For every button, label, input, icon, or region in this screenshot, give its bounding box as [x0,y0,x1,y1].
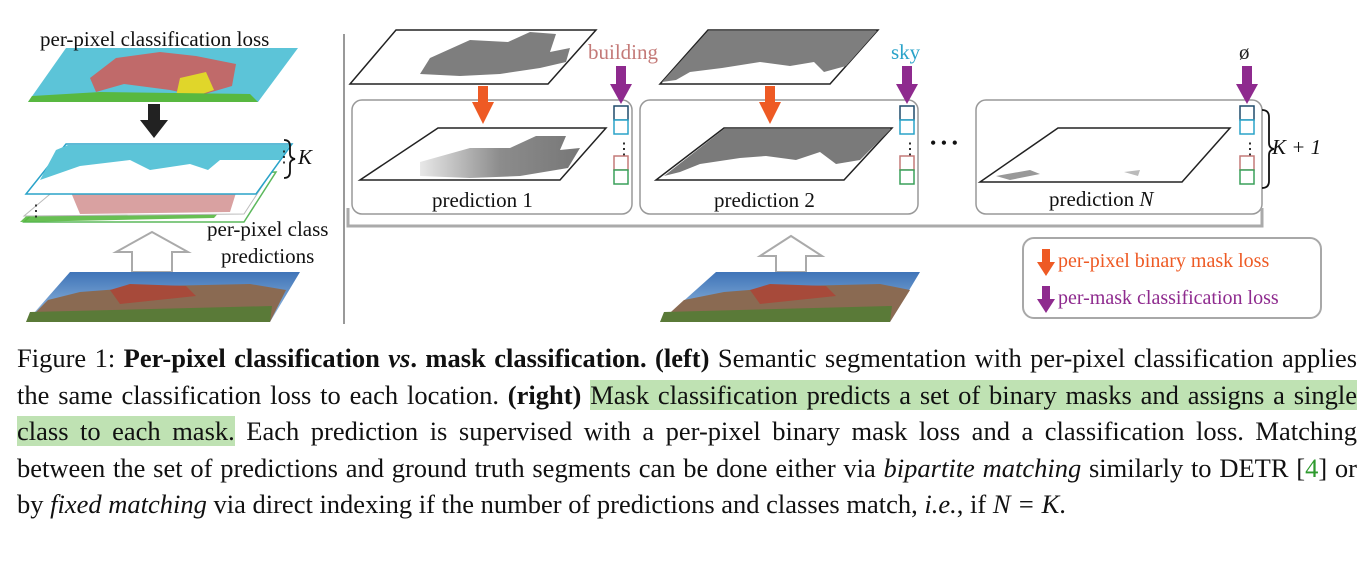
k-plus-one-label: K + 1 [1272,135,1322,159]
prediction-n-label: prediction N [1049,189,1153,210]
legend-purple-arrow-icon [1037,286,1055,313]
gt-mask-sky [658,29,880,85]
gt-loss-label: per-pixel classification loss [40,27,270,51]
caption-text-3: Each prediction is supervised with a per… [17,416,1357,483]
figure-graphics: ⋮ ⋮ [20,29,1275,324]
caption-left-tag: (left) [655,343,710,373]
svg-text:⋮: ⋮ [276,149,292,166]
svg-text:⋮: ⋮ [28,203,44,220]
input-image-left [26,272,300,322]
caption-text-7: , if [956,489,993,520]
prediction-plane-n [977,127,1232,183]
class-predictions-label-line2: predictions [221,244,315,268]
svg-text:⋮: ⋮ [902,141,918,158]
legend: per-pixel binary mask loss per-mask clas… [1022,237,1322,319]
class-prediction-stack: ⋮ ⋮ [20,143,294,223]
caption-fig-label: Figure 1: [17,343,124,373]
svg-text:⋮: ⋮ [616,141,632,158]
caption-text-6: via direct indexing if the number of pre… [206,489,925,520]
k-label: K [298,145,313,169]
input-up-arrow-right-icon [756,234,826,273]
prediction-2-label: prediction 2 [714,188,815,212]
class-vector-n: ⋮ [1239,105,1258,185]
predictions-bracket [346,208,1264,228]
caption-bipartite: bipartite matching [883,452,1082,483]
k-brace [283,139,296,179]
class-loss-arrow-1 [610,66,632,104]
caption-text-4: similarly to DETR [ [1081,452,1306,483]
class-loss-arrow-n [1236,66,1258,104]
figure-caption: Figure 1: Per-pixel classification vs. m… [17,340,1357,523]
svg-text:⋮: ⋮ [1242,141,1258,158]
caption-text-1: Semantic segmentation with per-pixel cla… [17,343,1358,410]
legend-orange-arrow-icon [1037,249,1055,276]
gt-mask-building [348,29,598,85]
input-image-right [660,272,920,322]
caption-text-5: ] or by [17,452,1358,520]
class-vector-2: ⋮ [899,105,918,185]
prediction-n-var: N [1139,187,1154,211]
prediction-plane-2 [653,127,894,181]
gt-segmentation-plane [28,48,298,102]
figure: ⋮ ⋮ [20,27,1322,324]
class-label-building: building [588,40,659,64]
mask-loss-arrow-2 [759,86,781,124]
class-label-sky: sky [891,40,921,64]
ellipsis: • • • [930,133,958,153]
input-up-arrow-icon [112,230,192,273]
prediction-plane-1 [357,127,608,181]
k-plus-one-brace [1261,109,1275,189]
class-loss-arrow-2 [896,66,918,104]
down-arrow-icon [140,104,168,138]
class-predictions-label-line1: per-pixel class [207,217,329,241]
caption-right-tag: (right) [507,379,582,410]
mask-loss-arrow-1 [472,86,494,124]
legend-mask-loss: per-pixel binary mask loss [1058,250,1270,272]
class-label-null: ø [1239,40,1250,64]
caption-title-2: . mask classification. [410,343,647,373]
prediction-n-prefix: prediction [1049,187,1140,211]
caption-title-vs: vs [388,343,411,373]
caption-text-2 [581,380,590,410]
legend-class-loss: per-mask classification loss [1058,287,1279,309]
caption-text-8: . [1059,489,1066,520]
caption-equation: N = K [992,489,1060,520]
caption-citation-link[interactable]: 4 [1305,452,1319,483]
class-vector-1: ⋮ [613,105,632,185]
prediction-1-label: prediction 1 [432,188,533,212]
caption-ie: i.e. [924,489,957,520]
caption-title-1: Per-pixel classification [123,343,389,373]
caption-fixed: fixed matching [50,489,207,520]
